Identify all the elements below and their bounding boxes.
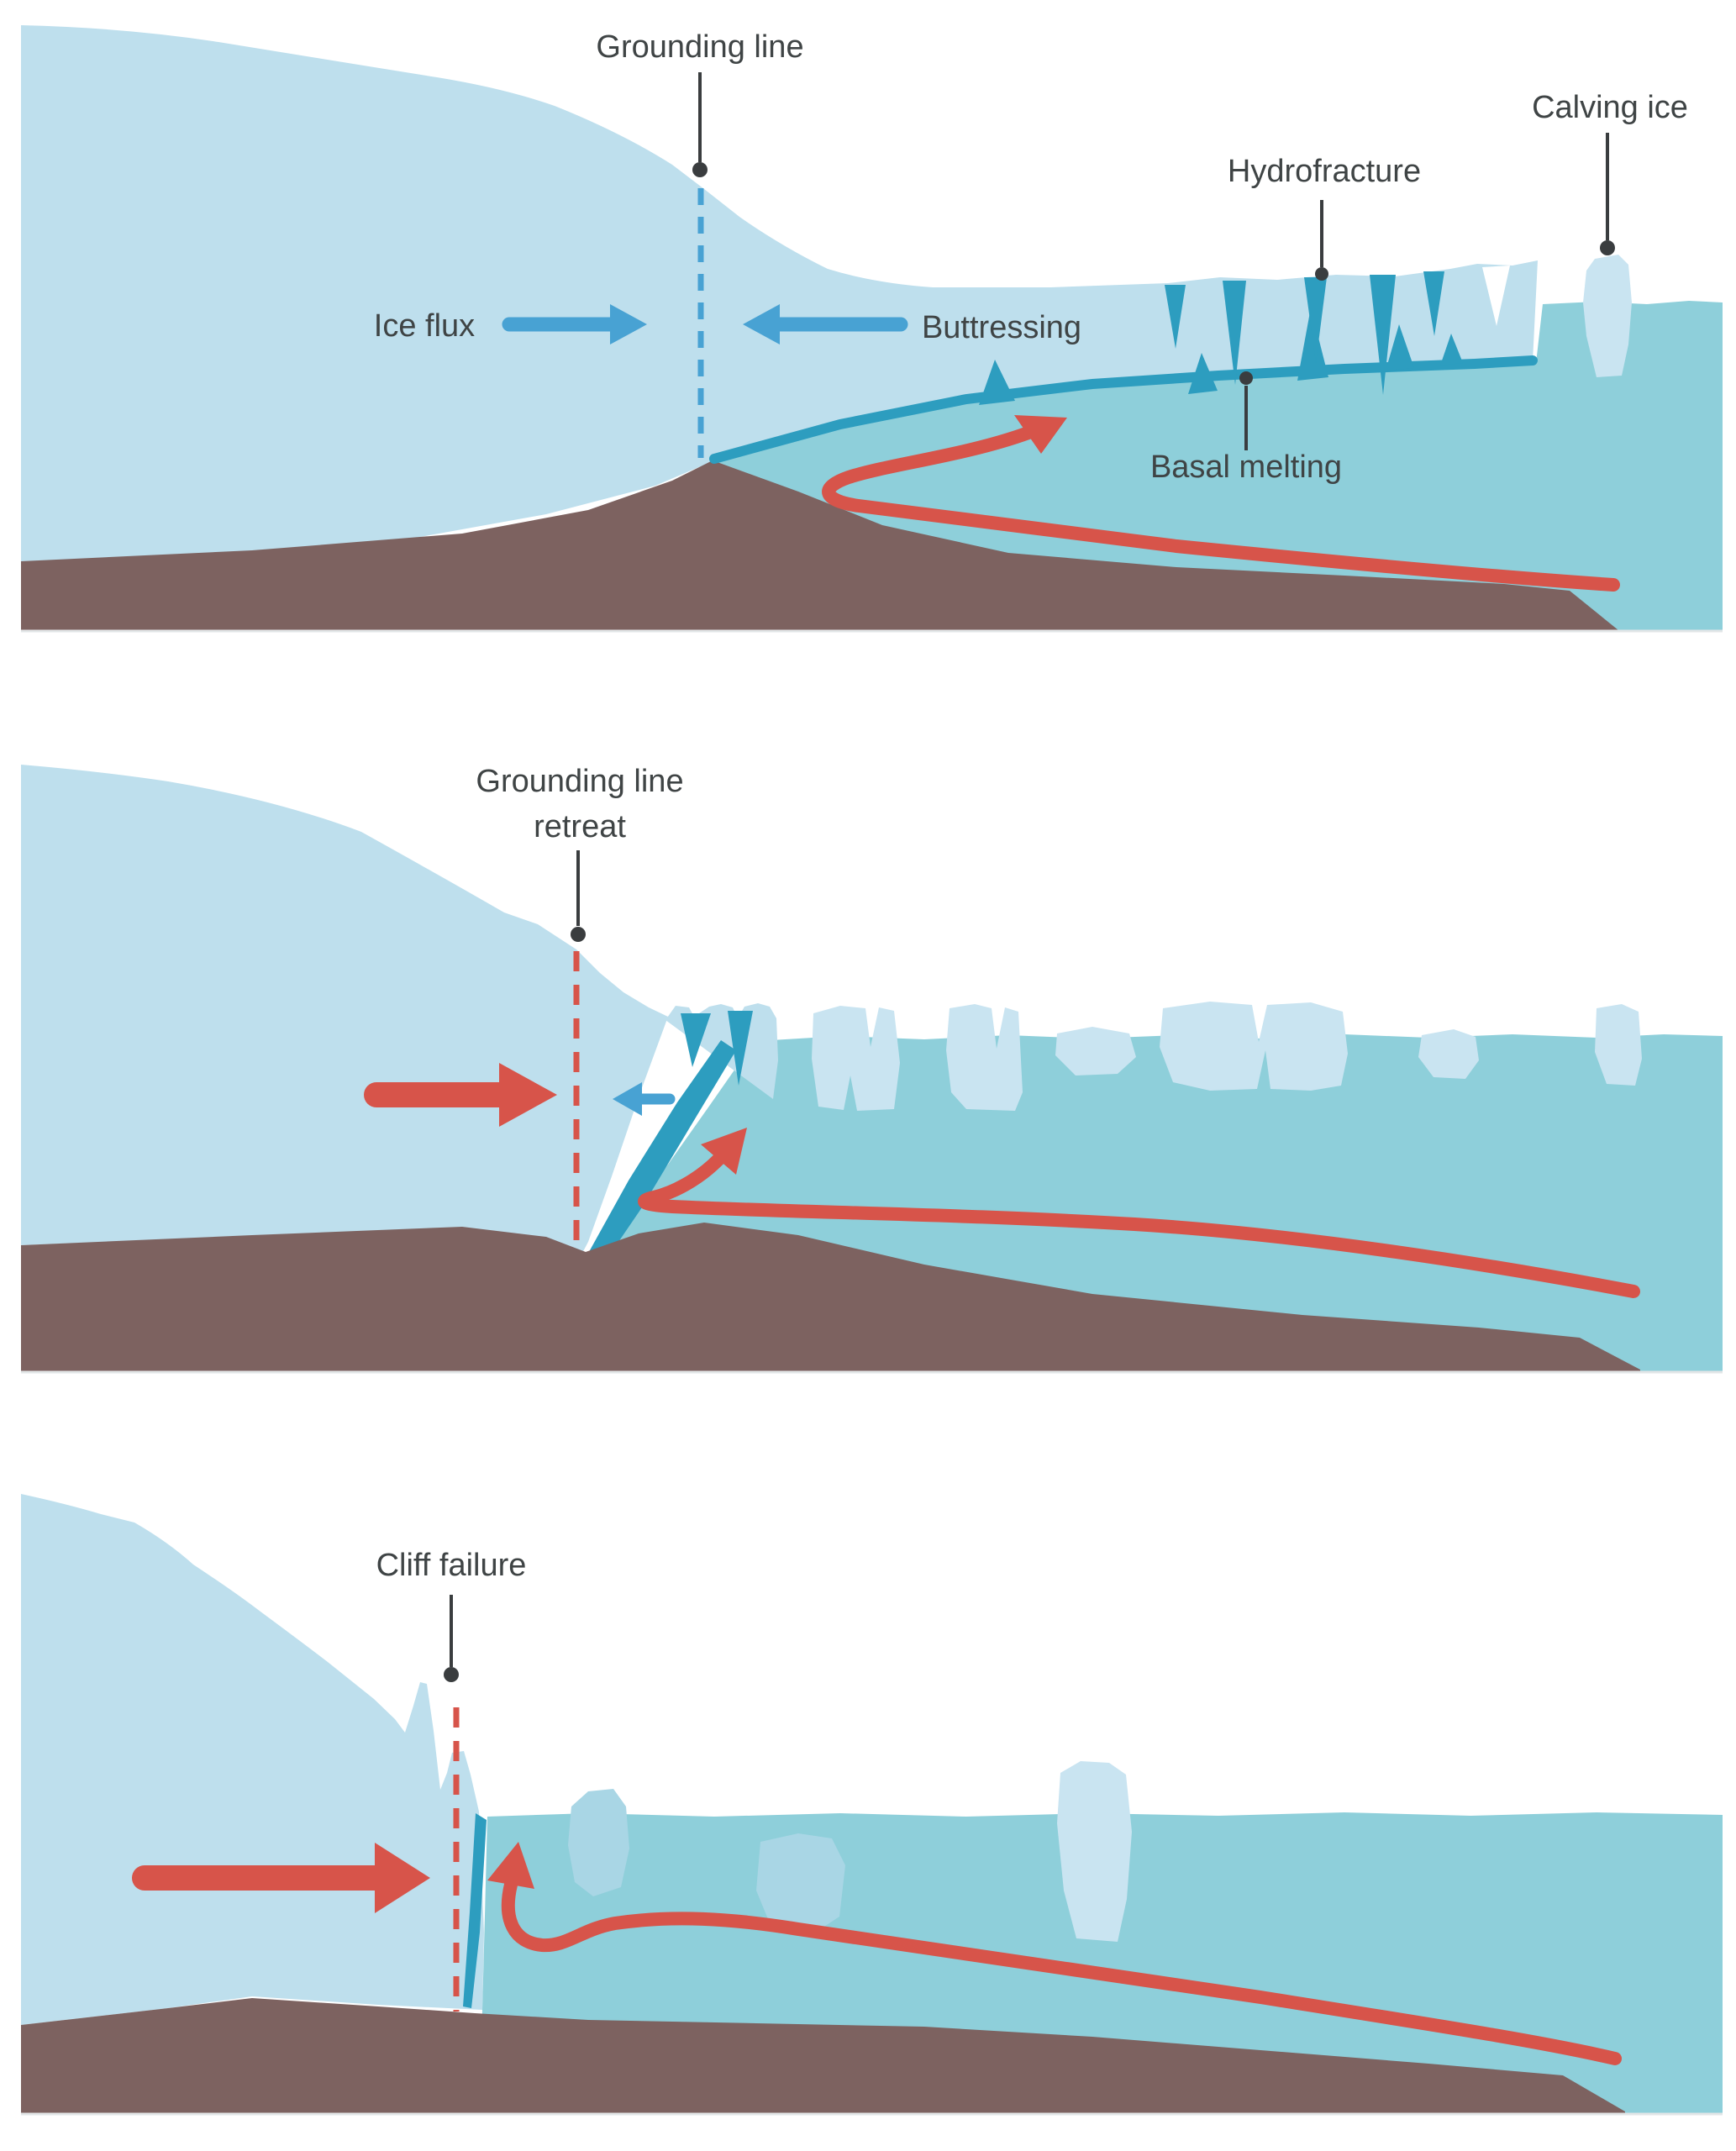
ice-sheet-with-cliff: [21, 1494, 484, 2025]
leader-dot: [444, 1667, 459, 1682]
warm-water-wedge: [586, 1040, 736, 1263]
melting-iceberg: [568, 1789, 629, 1896]
ice-flux-label: Ice flux: [374, 308, 475, 344]
submerged-iceberg: [756, 1833, 845, 1938]
cliff-crack-water: [463, 1813, 487, 2008]
grounding-line-retreat-label-line2: retreat: [534, 809, 626, 844]
hydrofracture-crevasse: [1423, 271, 1444, 336]
hydrofracture-crevasse: [1223, 281, 1246, 385]
warm-water-current: [501, 1878, 1622, 2065]
basal-crevasse-spike: [1386, 324, 1414, 371]
leader-dot: [1600, 240, 1615, 255]
increased-ice-flux-arrow-head: [499, 1063, 557, 1127]
bedrock: [21, 1223, 1640, 1371]
open-crevasse-gap: [1482, 266, 1510, 326]
hydrofracture-crevasse: [1165, 285, 1186, 349]
hydrofracture-crevasse: [1304, 277, 1327, 363]
iceberg: [812, 1006, 900, 1111]
bedrock: [21, 460, 1618, 630]
buttressing-label: Buttressing: [922, 310, 1081, 345]
basal-crevasse-spike: [1188, 353, 1218, 394]
hydrofracture-label: Hydrofracture: [1228, 154, 1421, 189]
grounding-line-label: Grounding line: [596, 29, 803, 65]
calving-iceberg: [1583, 255, 1632, 377]
buttressing-arrow-head: [743, 304, 780, 344]
warm-water-arrow-head: [1014, 415, 1067, 454]
iceberg: [1057, 1761, 1132, 1942]
basal-melt-layer: [709, 355, 1538, 464]
basal-crevasse-spike: [979, 360, 1015, 405]
hydrofracture-crevasse: [1370, 275, 1396, 395]
water-filled-crevasse: [728, 1011, 753, 1086]
warm-water-arrow-head: [701, 1128, 747, 1175]
leader-dot: [571, 927, 586, 942]
panel-cliff-failure: Cliff failure: [21, 1494, 1723, 2116]
ice-sheet-and-shelf: [21, 25, 1538, 565]
ice-flux-arrow-head: [610, 304, 647, 344]
water-filled-crevasse: [681, 1013, 711, 1067]
basal-crevasse-spike: [1297, 308, 1328, 381]
basal-melting-label: Basal melting: [1150, 450, 1342, 485]
panel-stable-ice-shelf: Grounding line Ice flux Buttressing Hydr…: [21, 25, 1723, 633]
ice-flux-arrow-head: [375, 1843, 430, 1913]
ice-sheet: [21, 765, 668, 1258]
cliff-failure-label: Cliff failure: [376, 1548, 527, 1583]
leader-dot: [1315, 267, 1328, 281]
basal-crevasse-spike: [1440, 334, 1463, 366]
iceberg: [1055, 1027, 1136, 1076]
iceberg: [1418, 1029, 1479, 1079]
leader-dot: [692, 162, 708, 177]
bedrock: [21, 1998, 1625, 2113]
warm-water-arrow-head: [487, 1842, 534, 1889]
iceberg: [1160, 1002, 1348, 1091]
panel-grounding-line-retreat: Grounding line retreat: [21, 764, 1723, 1374]
calving-ice-label: Calving ice: [1532, 90, 1688, 125]
grounding-line-retreat-label-line1: Grounding line: [476, 764, 683, 799]
iceberg: [946, 1004, 1023, 1111]
reduced-buttressing-arrow-head: [613, 1082, 642, 1116]
warm-water-current: [638, 1153, 1640, 1298]
warm-water-current: [822, 426, 1620, 592]
leader-dot: [1239, 371, 1253, 385]
iceberg: [1595, 1004, 1642, 1086]
